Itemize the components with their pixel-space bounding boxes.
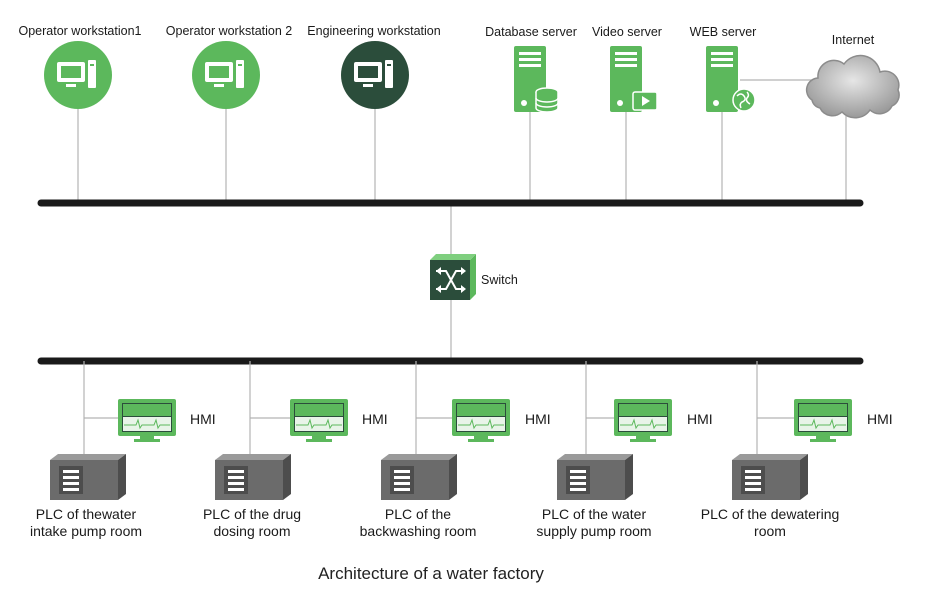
station-intake (50, 361, 176, 500)
hmi-label-1: HMI (190, 411, 216, 427)
plc-label-intake-line1: PLC of thewater (35, 506, 137, 522)
database-server-label: Database server (485, 25, 577, 39)
hmi-label-2: HMI (362, 411, 388, 427)
internet-label: Internet (831, 33, 875, 47)
plc-label-dewatering-line2: room (754, 523, 786, 539)
hmi-monitor-icon (290, 399, 348, 442)
station-supply (557, 361, 672, 500)
hmi-label-3: HMI (525, 411, 551, 427)
plc-label-intake: PLC of thewater intake pump room (30, 506, 142, 540)
field-level-stations (50, 361, 852, 500)
hmi-label-5: HMI (867, 411, 893, 427)
hmi-monitor-icon (614, 399, 672, 442)
web-server-label: WEB server (689, 25, 757, 39)
video-server-label: Video server (592, 25, 662, 39)
hmi-label-4: HMI (687, 411, 713, 427)
plc-label-supply-line2: supply pump room (536, 523, 652, 539)
engineering-workstation-label: Engineering workstation (307, 24, 441, 38)
switch-label: Switch (481, 273, 518, 287)
plc-label-dosing-line1: PLC of the drug (202, 506, 302, 522)
plc-cabinet-icon (381, 454, 457, 500)
station-backwashing (381, 361, 510, 500)
engineering-workstation-icon (341, 41, 409, 109)
operator-workstation-2-label: Operator workstation 2 (165, 24, 293, 38)
plc-cabinet-icon (215, 454, 291, 500)
hmi-monitor-icon (794, 399, 852, 442)
plc-label-backwashing: PLC of the backwashing room (360, 506, 477, 540)
plc-cabinet-icon (732, 454, 808, 500)
operator-workstation-1-icon (44, 41, 112, 109)
plc-label-dewatering-line1: PLC of the dewatering (700, 506, 840, 522)
database-server-icon (514, 46, 559, 113)
plc-label-dosing: PLC of the drug dosing room (203, 506, 301, 540)
operator-workstation-1-label: Operator workstation1 (18, 24, 142, 38)
station-dewatering (732, 361, 852, 500)
operator-workstation-2-icon (192, 41, 260, 109)
plc-label-supply-line1: PLC of the water (541, 506, 647, 522)
web-server-icon (706, 46, 756, 112)
top-connectors (77, 79, 847, 361)
plc-cabinet-icon (557, 454, 633, 500)
internet-cloud-icon (805, 54, 900, 119)
plc-label-dosing-line2: dosing room (213, 523, 291, 539)
hmi-monitor-icon (118, 399, 176, 442)
station-dosing (215, 361, 348, 500)
plc-label-dewatering: PLC of the dewatering room (701, 506, 840, 540)
network-switch-icon (430, 254, 476, 300)
video-server-icon (610, 46, 658, 112)
plc-label-intake-line2: intake pump room (29, 523, 143, 539)
plc-label-backwashing-line1: PLC of the (384, 506, 452, 522)
diagram-caption: Architecture of a water factory (318, 564, 544, 583)
plc-label-supply: PLC of the water supply pump room (536, 506, 651, 540)
plc-label-backwashing-line2: backwashing room (359, 523, 477, 539)
plc-cabinet-icon (50, 454, 126, 500)
hmi-monitor-icon (452, 399, 510, 442)
